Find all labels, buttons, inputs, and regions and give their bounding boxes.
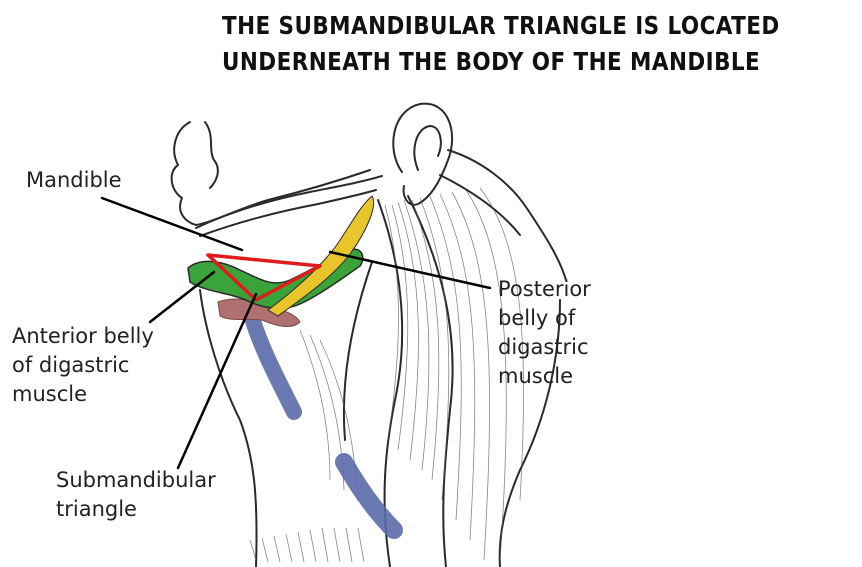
pointer-mandible: [102, 198, 242, 250]
label-mandible: Mandible: [26, 166, 122, 195]
face-profile: [172, 122, 370, 225]
label-line: digastric: [498, 333, 591, 362]
label-line: Anterior belly: [12, 322, 154, 351]
label-anterior-belly: Anterior belly of digastric muscle: [12, 322, 154, 409]
label-line: muscle: [12, 380, 154, 409]
label-line: Submandibular: [56, 466, 216, 495]
label-line: Posterior: [498, 275, 591, 304]
label-line: of digastric: [12, 351, 154, 380]
page-title: THE SUBMANDIBULAR TRIANGLE IS LOCATED UN…: [222, 8, 772, 80]
title-line-2: UNDERNEATH THE BODY OF THE MANDIBLE: [222, 44, 772, 80]
label-line: triangle: [56, 495, 216, 524]
vein-upper: [252, 318, 294, 412]
pointer-submandibular: [178, 294, 256, 468]
label-line: belly of: [498, 304, 591, 333]
vein-lower: [344, 462, 394, 530]
label-posterior-belly: Posterior belly of digastric muscle: [498, 275, 591, 391]
title-line-1: THE SUBMANDIBULAR TRIANGLE IS LOCATED: [222, 8, 772, 44]
neck-front: [200, 290, 257, 567]
ear-outline: [393, 104, 452, 205]
label-submandibular-triangle: Submandibular triangle: [56, 466, 216, 524]
label-line: muscle: [498, 362, 591, 391]
label-line: Mandible: [26, 166, 122, 195]
